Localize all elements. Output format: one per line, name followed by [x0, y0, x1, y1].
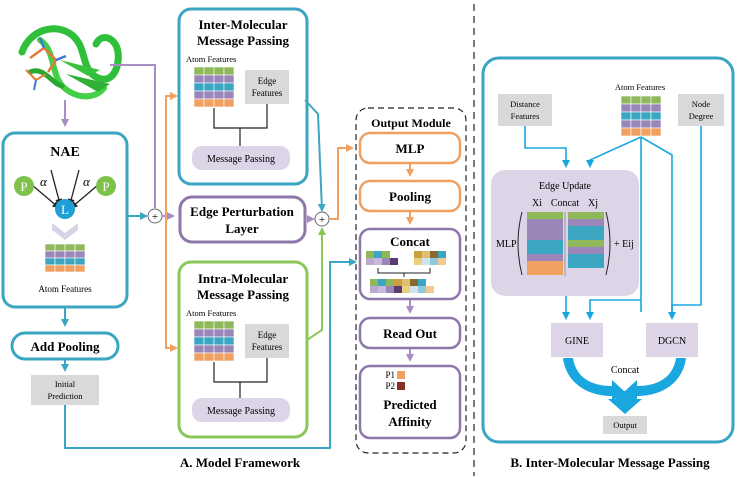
svg-text:Features: Features — [252, 88, 283, 98]
dgcn-label: DGCN — [658, 336, 686, 347]
p2-swatch — [397, 382, 405, 390]
panel-b-box — [481, 56, 735, 444]
nae-title: NAE — [50, 145, 80, 160]
svg-text:Features: Features — [511, 111, 540, 121]
concat-feature-strips — [366, 251, 446, 293]
pb-atom-features-label: Atom Features — [615, 82, 665, 92]
edge-mlp-label: MLP — [496, 239, 517, 250]
edge-update-title: Edge Update — [539, 181, 591, 192]
add-pooling-label: Add Pooling — [31, 339, 100, 354]
svg-text:Features: Features — [252, 342, 283, 352]
node-l — [55, 199, 75, 219]
inter-mp-title-1: Inter-Molecular — [198, 17, 287, 32]
initial-prediction-box — [31, 375, 99, 405]
merge-arrow-right-icon — [625, 358, 686, 402]
inter-atom-features-matrix — [193, 66, 235, 108]
concat-label: Concat — [390, 234, 430, 249]
nae-atom-features-matrix — [44, 243, 86, 273]
initial-prediction-line2: Prediction — [48, 391, 84, 401]
output-label: Output — [613, 420, 637, 430]
edge-update-matrix — [527, 212, 604, 275]
svg-text:Edge: Edge — [258, 76, 277, 86]
mlp-box — [358, 131, 462, 165]
gine-label: GINE — [565, 336, 589, 347]
intra-mp-title-1: Intra-Molecular — [198, 271, 288, 286]
p1-swatch — [397, 371, 405, 379]
predicted-line1: Predicted — [383, 397, 437, 412]
read-out-box — [358, 316, 462, 350]
pooling-label: Pooling — [389, 189, 431, 204]
intra-atom-features-label: Atom Features — [186, 308, 236, 318]
svg-text:+: + — [319, 214, 325, 226]
inter-edge-features-box — [245, 70, 289, 104]
svg-text:P: P — [20, 179, 27, 194]
edge-perturbation-line1: Edge Perturbation — [190, 204, 294, 219]
output-module-box — [355, 107, 467, 454]
inter-mp-box — [177, 7, 309, 186]
node-p-right — [96, 176, 116, 196]
caption-a: A. Model Framework — [180, 455, 301, 470]
nae-box — [1, 131, 129, 309]
svg-text:+: + — [152, 211, 158, 223]
add-pooling-box — [10, 331, 120, 361]
alpha-label-right: α — [83, 174, 91, 189]
predicted-line2: Affinity — [388, 414, 432, 429]
xi-label: Xi — [532, 198, 542, 209]
alpha-label-left: α — [40, 174, 48, 189]
intra-mp-title-2: Message Passing — [197, 287, 290, 302]
output-box — [603, 416, 647, 434]
concat-inner-label: Concat — [551, 198, 580, 209]
nae-atom-features-label: Atom Features — [38, 284, 92, 294]
svg-text:Distance: Distance — [510, 99, 540, 109]
intra-message-passing-box — [192, 398, 290, 422]
xj-label: Xj — [588, 198, 598, 209]
caption-b: B. Inter-Molecular Message Passing — [510, 455, 710, 470]
svg-text:P: P — [102, 179, 109, 194]
merge-arrow-left-icon — [563, 358, 624, 402]
eij-label: + Eij — [614, 239, 634, 250]
down-arrow-icon — [608, 391, 642, 414]
node-degree-box — [678, 94, 724, 126]
gine-box — [551, 323, 603, 357]
pb-atom-features-matrix — [620, 95, 662, 137]
inter-message-passing-box — [192, 146, 290, 170]
inter-mp-title-2: Message Passing — [197, 33, 290, 48]
initial-prediction-line1: Initial — [55, 379, 76, 389]
node-p-left — [14, 176, 34, 196]
down-chevron-icon — [52, 223, 78, 240]
read-out-label: Read Out — [383, 326, 437, 341]
intra-atom-features-matrix — [193, 320, 235, 362]
predicted-affinity-box — [358, 364, 462, 440]
inter-atom-features-label: Atom Features — [186, 54, 236, 64]
intra-mp-box — [177, 260, 309, 439]
dgcn-box — [646, 323, 698, 357]
p1-label: P1 — [385, 370, 395, 380]
pb-concat-label: Concat — [611, 365, 640, 376]
inter-message-passing-label: Message Passing — [207, 154, 275, 165]
protein-structure-image — [18, 25, 122, 100]
svg-text:L: L — [61, 202, 69, 217]
pooling-box — [358, 179, 462, 213]
svg-text:Edge: Edge — [258, 330, 277, 340]
svg-text:Node: Node — [692, 99, 711, 109]
intra-edge-features-box — [245, 324, 289, 358]
mlp-label: MLP — [396, 141, 425, 156]
output-module-title: Output Module — [371, 116, 451, 130]
intra-message-passing-label: Message Passing — [207, 406, 275, 417]
distance-features-box — [498, 94, 552, 126]
p2-label: P2 — [385, 381, 395, 391]
svg-text:Degree: Degree — [689, 111, 714, 121]
edge-perturbation-line2: Layer — [225, 221, 258, 236]
